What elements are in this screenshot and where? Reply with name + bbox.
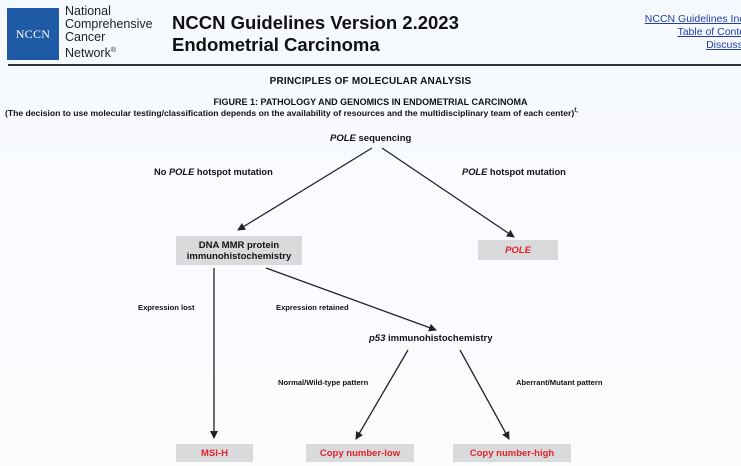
arrow-root-to-pole — [381, 147, 515, 238]
copy-number-high-box: Copy number-high — [453, 444, 571, 462]
section-title: PRINCIPLES OF MOLECULAR ANALYSIS — [269, 76, 472, 87]
page-title: NCCN Guidelines Version 2.2023 Endometri… — [172, 12, 459, 56]
nccn-logo: NCCN — [7, 8, 59, 60]
guidelines-index-link[interactable]: NCCN Guidelines Inde — [644, 13, 741, 25]
edge-normal-wild-type: Normal/Wild-type pattern — [278, 378, 369, 387]
copy-number-high-label: Copy number-high — [469, 447, 555, 459]
edge-pole-gene: POLE — [462, 167, 488, 177]
msi-h-box: MSI-H — [176, 444, 253, 462]
msi-h-label: MSI-H — [201, 447, 228, 459]
trademark-symbol: ® — [110, 47, 117, 54]
edge-pole-mutation: POLE hotspot mutation — [462, 167, 566, 177]
figure-note-footnote: f, — [574, 108, 578, 115]
arrow-p53-to-cn-high — [459, 349, 510, 440]
edge-expression-lost: Expression lost — [138, 303, 195, 312]
pole-sequencing-text: sequencing — [355, 133, 412, 144]
guideline-topic: Endometrial Carcinoma — [172, 34, 380, 55]
arrow-mmr-to-p53 — [265, 267, 437, 332]
header-links: NCCN Guidelines Inde Table of Conten Dis… — [645, 13, 741, 52]
edge-no-pole-prefix: No — [154, 167, 169, 177]
arrow-root-to-mmr — [237, 147, 373, 231]
p53-text: immunohistochemistry — [385, 333, 493, 344]
discussion-link[interactable]: Discussio — [706, 39, 741, 51]
guideline-version: NCCN Guidelines Version 2.2023 — [172, 12, 459, 33]
edge-no-pole-mutation: No POLE hotspot mutation — [154, 167, 273, 177]
edge-expression-retained: Expression retained — [276, 303, 349, 312]
edge-no-pole-gene: POLE — [168, 167, 195, 177]
org-name: National Comprehensive Cancer Network® — [65, 5, 153, 60]
org-line-2: Comprehensive — [65, 17, 153, 31]
copy-number-low-box: Copy number-low — [306, 444, 414, 462]
edge-aberrant-mutant: Aberrant/Mutant pattern — [516, 378, 603, 387]
logo-mark: NCCN — [15, 26, 51, 41]
figure-note: (The decision to use molecular testing/c… — [5, 108, 578, 118]
org-line-3: Cancer — [65, 30, 106, 44]
figure-note-text: (The decision to use molecular testing/c… — [5, 108, 575, 118]
pole-result-box: POLE — [478, 240, 558, 260]
dna-mmr-line-2: immunohistochemistry — [186, 250, 292, 262]
p53-ihc-node: p53 immunohistochemistry — [369, 333, 493, 344]
pole-sequencing-gene: POLE — [330, 133, 356, 144]
dna-mmr-line-1: DNA MMR protein — [198, 239, 280, 251]
org-line-4-text: Network — [65, 46, 111, 61]
figure-title: FIGURE 1: PATHOLOGY AND GENOMICS IN ENDO… — [213, 97, 528, 107]
table-of-contents-link[interactable]: Table of Conten — [677, 26, 741, 38]
p53-gene: p53 — [369, 333, 386, 344]
copy-number-low-label: Copy number-low — [319, 447, 401, 459]
dna-mmr-ihc-box: DNA MMR protein immunohistochemistry — [176, 236, 302, 265]
edge-pole-text: hotspot mutation — [487, 167, 566, 177]
header-divider — [8, 64, 741, 66]
edge-no-pole-text: hotspot mutation — [194, 167, 273, 177]
org-line-1: National — [65, 4, 111, 18]
pole-result-label: POLE — [505, 244, 531, 256]
pole-sequencing-node: POLE sequencing — [330, 133, 411, 144]
org-line-4: Network® — [65, 44, 153, 60]
arrow-p53-to-cn-low — [355, 349, 409, 440]
